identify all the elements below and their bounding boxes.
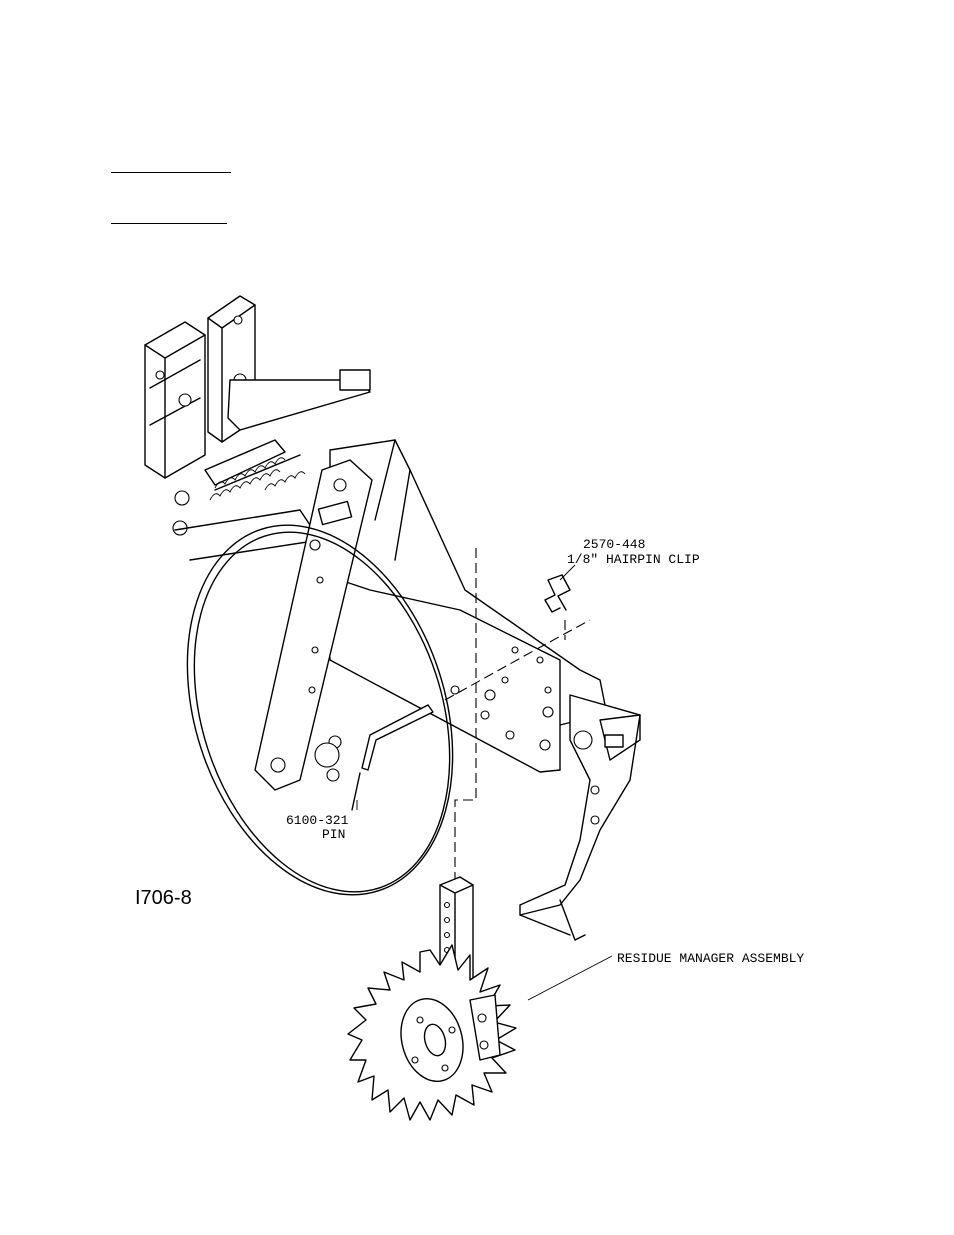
leader-residue bbox=[528, 956, 612, 1000]
hairpin-clip bbox=[545, 565, 575, 612]
figure-id-label: I706-8 bbox=[135, 887, 192, 909]
hairpin-description: 1/8" HAIRPIN CLIP bbox=[567, 552, 700, 567]
pin-description: PIN bbox=[322, 827, 345, 842]
pin-part bbox=[352, 705, 433, 810]
hairpin-part-number: 2570-448 bbox=[583, 537, 645, 552]
residue-manager-label: RESIDUE MANAGER ASSEMBLY bbox=[617, 951, 804, 966]
residue-manager bbox=[348, 877, 516, 1120]
pin-part-number: 6100-321 bbox=[286, 813, 349, 828]
